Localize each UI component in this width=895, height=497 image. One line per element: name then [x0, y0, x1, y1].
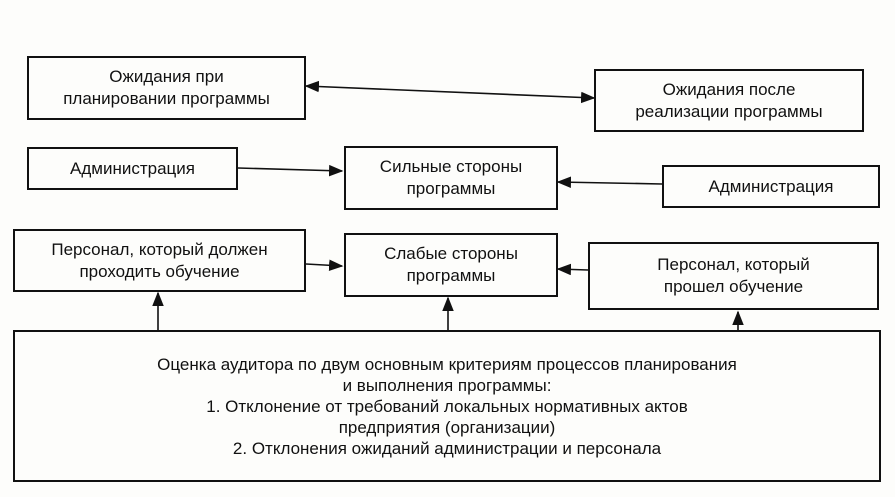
box-expectations-planning: Ожидания при планировании программы [27, 56, 306, 120]
box-staff-to-train: Персонал, который должен проходить обуче… [13, 229, 306, 292]
box-expectations-after-line2: реализации программы [635, 101, 823, 121]
box-expectations-planning-line2: планировании программы [63, 89, 270, 108]
arrow-trained-to-weaknesses [556, 263, 589, 276]
auditor-line3: 1. Отклонение от требований локальных но… [206, 396, 688, 416]
box-admin-left: Администрация [27, 147, 238, 190]
box-strengths-line2: программы [406, 179, 496, 198]
auditor-line5: 2. Отклонения ожиданий администрации и п… [232, 438, 662, 458]
auditor-line2: и выполнения программы: [342, 375, 552, 395]
box-admin-right-label: Администрация [708, 176, 834, 196]
box-expectations-planning-line1: Ожидания при [109, 67, 224, 86]
auditor-line4: предприятия (организации) [338, 417, 556, 437]
box-weaknesses: Слабые стороны программы [344, 233, 558, 297]
box-staff-trained: Персонал, который прошел обучение [588, 242, 879, 310]
box-weaknesses-line2: программы [406, 266, 496, 285]
arrow-expectations [304, 80, 596, 104]
box-admin-right: Администрация [662, 165, 880, 208]
arrow-admin-left-to-strengths [237, 164, 344, 177]
arrow-staff-to-weaknesses [305, 259, 344, 272]
box-auditor-assessment: Оценка аудитора по двум основным критери… [13, 330, 881, 482]
box-strengths-line1: Сильные стороны [379, 157, 523, 176]
box-strengths: Сильные стороны программы [344, 146, 558, 210]
box-staff-trained-line2: прошел обучение [663, 277, 804, 296]
box-staff-to-train-line1: Персонал, который должен [51, 239, 268, 259]
box-expectations-after: Ожидания после реализации программы [594, 69, 864, 132]
box-staff-trained-line1: Персонал, который [657, 255, 810, 274]
box-weaknesses-line1: Слабые стороны [384, 244, 518, 263]
box-expectations-after-line1: Ожидания после [662, 79, 796, 99]
box-staff-to-train-line2: проходить обучение [79, 261, 240, 281]
arrow-admin-right-to-strengths [556, 176, 663, 189]
box-admin-left-label: Администрация [70, 158, 195, 178]
auditor-line1: Оценка аудитора по двум основным критери… [157, 354, 737, 374]
